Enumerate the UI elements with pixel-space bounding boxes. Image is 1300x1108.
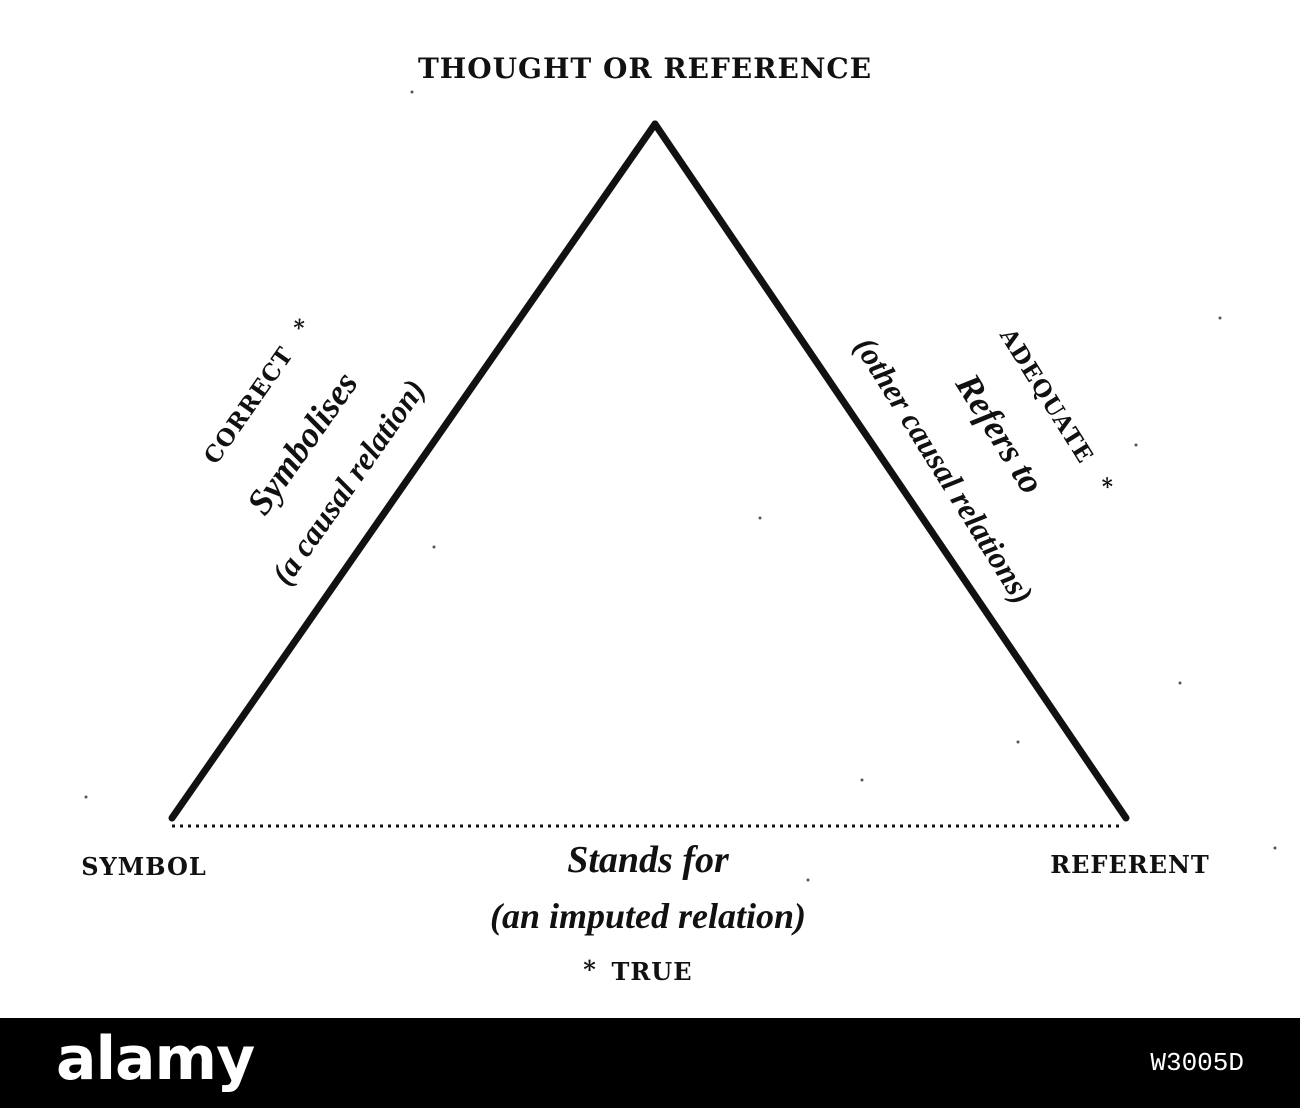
right-edge-line [651, 120, 1130, 822]
scan-specks [84, 90, 1277, 882]
node-referent-label: REFERENT [1050, 850, 1210, 879]
semiotic-triangle-diagram: THOUGHT OR REFERENCE SYMBOL REFERENT COR… [81, 52, 1277, 986]
watermark-image-id: W3005D [1150, 1048, 1244, 1078]
triangle-svg: THOUGHT OR REFERENCE SYMBOL REFERENT COR… [81, 52, 1277, 986]
right-asterisk-marker: * [1090, 473, 1119, 497]
watermark-logo: alamy [56, 1024, 255, 1094]
bottom-asterisk-marker: * [583, 955, 597, 984]
node-symbol-label: SYMBOL [81, 852, 207, 881]
left-edge-line [168, 120, 659, 822]
left-edge-labels: CORRECT * Symbolises (a causal relation) [199, 313, 432, 591]
watermark-bar [0, 1018, 1300, 1108]
bottom-qualifier-label: TRUE [611, 957, 692, 986]
bottom-relation-label: (an imputed relation) [490, 896, 806, 936]
bottom-verb-label: Stands for [567, 839, 730, 881]
node-thought-label: THOUGHT OR REFERENCE [418, 52, 872, 85]
bottom-edge-labels: Stands for (an imputed relation) * TRUE [490, 839, 806, 986]
left-asterisk-marker: * [289, 313, 317, 338]
